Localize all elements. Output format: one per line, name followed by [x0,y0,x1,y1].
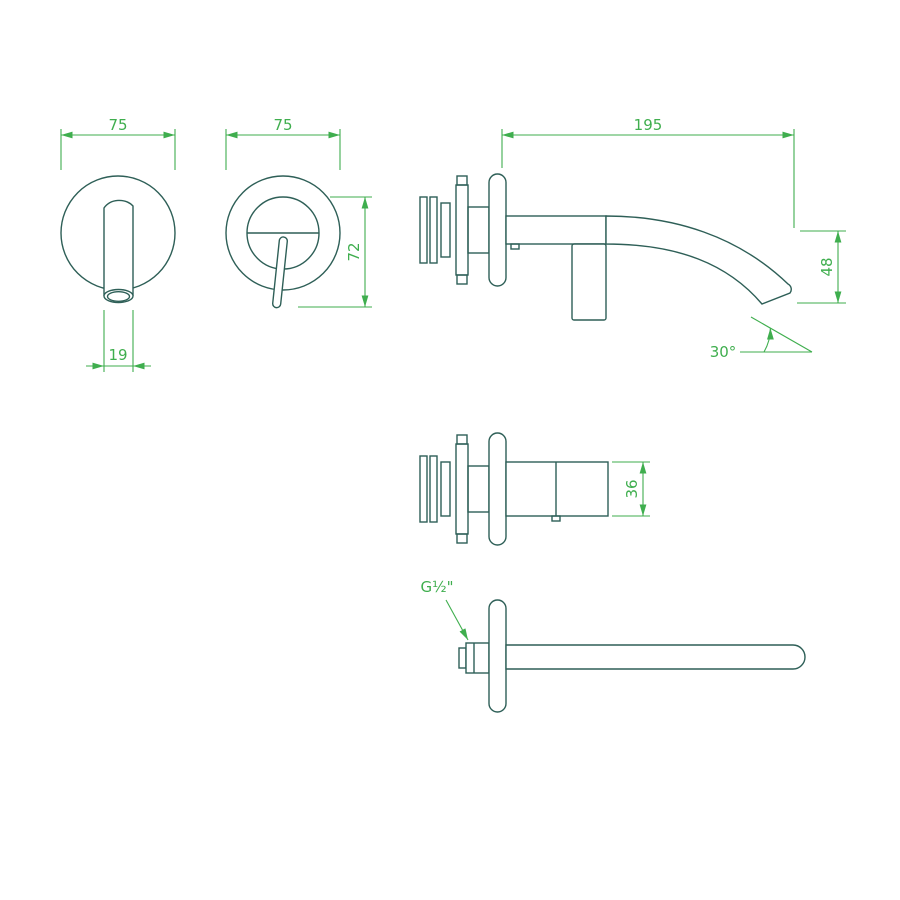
dim-label-handle-width: 75 [273,116,292,134]
dim-label-outlet: 19 [108,346,127,364]
valve-body-cylinder [505,461,609,517]
mounting-screw-top [456,434,468,445]
dim-extension-lines [103,310,134,372]
dim-label-body-height: 36 [623,479,641,498]
handle-side [571,243,607,321]
mounting-screw-bottom [456,533,468,544]
dim-label-angle: 30° [710,343,737,361]
thread-nipple [465,642,490,674]
handle-escutcheon-circle [225,175,341,291]
thread-label: G½" [420,578,453,596]
set-screw [551,515,561,522]
mounting-screw-bottom [456,274,468,285]
cartridge-flange [429,196,438,264]
spout-tube-side [505,644,806,670]
wall-plate-side [488,173,507,287]
inwall-cartridge [419,175,490,285]
cartridge-flange [419,196,428,264]
mixer-body [505,215,607,245]
cartridge-flange [429,455,438,523]
mounting-plate [455,443,469,535]
cartridge-hub [467,465,490,513]
wall-plate-side [488,599,507,713]
handle-lever [272,236,288,309]
dim-label-spout-width: 75 [108,116,127,134]
cartridge-flange [440,461,451,517]
mounting-plate [455,184,469,276]
wall-plate-side [488,432,507,546]
spout-side-view: G½" [420,578,806,713]
cartridge-flange [419,455,428,523]
spout-curve [605,215,792,305]
spout-tube [103,199,134,296]
inwall-cartridge [419,434,490,544]
cartridge-hub [467,206,490,254]
dim-extension-lines [501,129,795,228]
set-screw [510,243,520,250]
mixer-side-view: 195 48 30° [419,116,846,361]
dim-label-drop: 48 [818,257,836,276]
mounting-screw-top [456,175,468,186]
aerator-face [106,291,131,303]
thread-leader-line [445,599,469,641]
angle-arc [763,327,774,353]
dim-label-length: 195 [634,116,663,134]
dim-label-handle-height: 72 [345,242,363,261]
angle-flow-line [750,316,813,353]
handle-front-view: 75 72 [225,116,372,309]
thread-nipple-step [458,647,467,669]
cartridge-flange [440,202,451,258]
spout-front-view: 75 19 [60,116,176,372]
body-side-view: 36 [419,432,650,546]
